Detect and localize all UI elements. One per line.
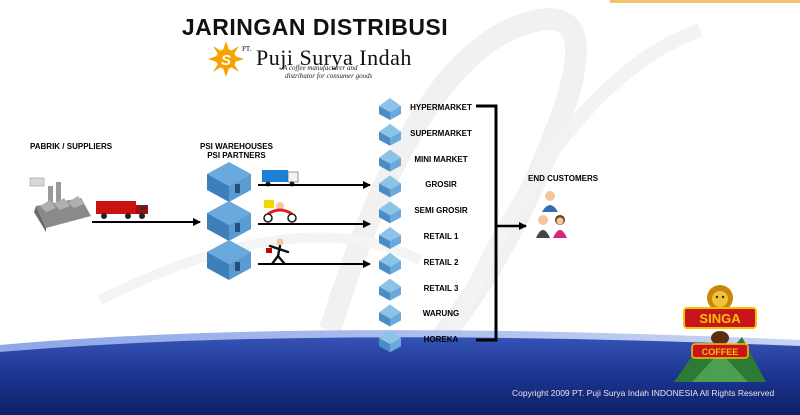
warehouse-icon	[207, 162, 251, 202]
tagline-line: A coffee manufacturer and	[283, 64, 358, 72]
badge-top-banner	[683, 307, 757, 329]
motorbike-courier-icon	[263, 200, 297, 223]
footer-wave-highlight	[0, 330, 800, 358]
warehouse-label-line: PSI PARTNERS	[207, 151, 266, 160]
outlet-label: GROSIR	[425, 180, 457, 190]
outlet-label: SUPERMARKET	[410, 128, 472, 138]
copyright-text: Copyright 2009 PT. Puji Surya Indah INDO…	[512, 388, 775, 398]
warehouse-icon	[207, 201, 251, 241]
source-label: PABRIK / SUPPLIERS	[30, 142, 113, 151]
outlet-label: SEMI GROSIR	[414, 206, 468, 216]
outlet-label: HYPERMARKET	[410, 103, 472, 112]
svg-text:S: S	[221, 52, 231, 69]
warehouse-icon	[207, 240, 251, 280]
outlet-label: RETAIL 1	[423, 232, 459, 241]
top-right-accent	[610, 0, 800, 3]
runner-courier-icon	[266, 238, 290, 266]
outlet-label: WARUNG	[422, 309, 460, 319]
badge-bottom-banner	[691, 343, 749, 359]
footer-wave	[0, 337, 800, 415]
truck-icon	[96, 201, 148, 219]
company-prefix: PT.	[242, 45, 252, 53]
badge-bottom-text: COFFEE	[702, 347, 739, 357]
page-title: JARINGAN DISTRIBUSI	[181, 14, 449, 40]
coffee-bean-icon	[711, 331, 729, 345]
sun-logo-icon: S	[208, 41, 244, 77]
singa-coffee-badge: SINGA COFFEE	[674, 285, 766, 382]
company-tagline: A coffee manufacturer and distributor fo…	[283, 64, 423, 80]
tagline-line: distributor for consumer goods	[285, 72, 373, 80]
customer-people-icon	[536, 191, 567, 238]
outlet-label: MINI MARKET	[414, 154, 468, 164]
badge-top-text: SINGA	[699, 311, 741, 326]
badge-mountain	[692, 352, 748, 382]
outlet-label: RETAIL 2	[423, 257, 459, 267]
outlet-label: HOREKA	[423, 335, 459, 345]
warehouse-label-line: PSI WAREHOUSES	[200, 142, 273, 151]
factory-icon	[29, 177, 91, 232]
watermark-swirl	[443, 23, 703, 343]
outlet-label: RETAIL 3	[423, 283, 459, 293]
collector-bracket	[476, 104, 498, 342]
company-name: Puji Surya Indah	[256, 45, 412, 70]
warehouse-label: PSI WAREHOUSES PSI PARTNERS	[200, 142, 273, 160]
end-customers-label: END CUSTOMERS	[528, 174, 599, 183]
